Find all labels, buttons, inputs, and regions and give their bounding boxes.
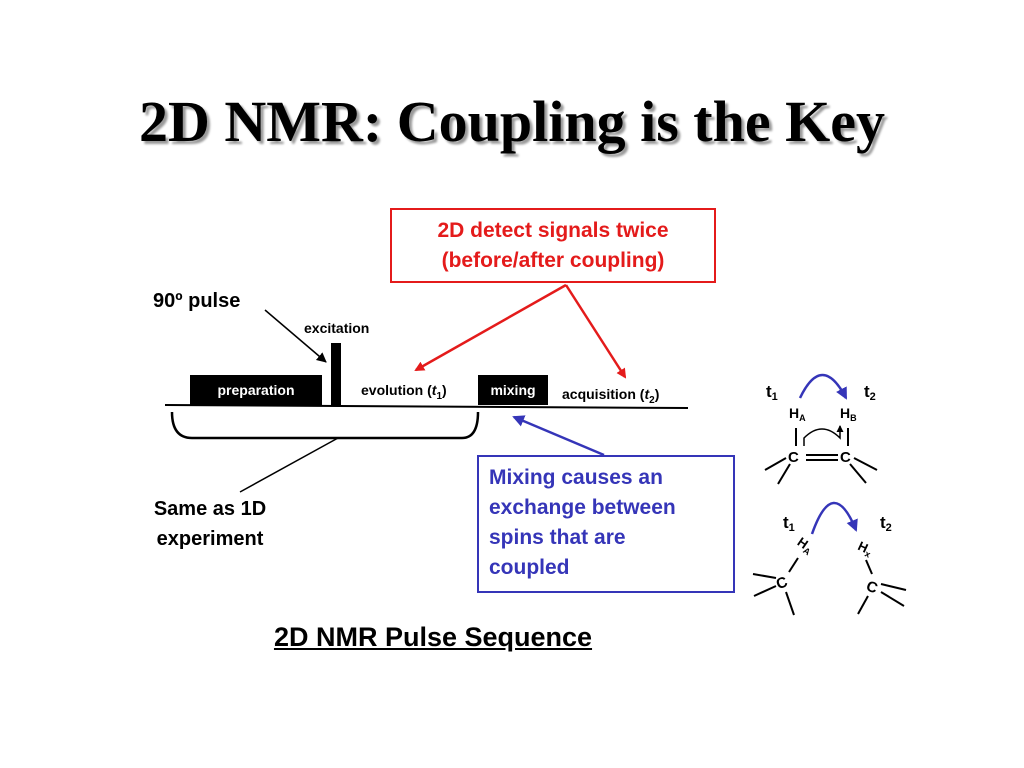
same-as-1d-pointer <box>239 437 339 493</box>
red-arrow-evolution <box>414 283 567 372</box>
callout-detect-line2: (before/after coupling) <box>441 249 665 272</box>
bottom-c1-bond-b <box>753 585 777 597</box>
preparation-block: preparation <box>190 375 322 405</box>
mixing-block: mixing <box>478 375 548 405</box>
same-as-1d-label: Same as 1D experiment <box>120 494 300 554</box>
callout-detect-twice: 2D detect signals twice (before/after co… <box>390 208 716 283</box>
top-coupling-arrow <box>803 425 844 446</box>
callout-mixing-line3: spins that are <box>489 526 626 549</box>
bottom-c1-bond-a <box>752 573 777 579</box>
same-as-line2: experiment <box>156 528 264 550</box>
bottom-t2-label: t2 <box>880 513 892 534</box>
top-c1-label: C <box>788 449 799 466</box>
bottom-bond-hx-c <box>865 559 873 575</box>
top-hb-label: HB <box>840 405 857 423</box>
excitation-label: excitation <box>304 320 370 336</box>
bottom-transfer-arc <box>810 501 858 535</box>
top-c2-bond-a <box>853 457 878 471</box>
top-c1-bond-b <box>777 463 791 485</box>
top-ha-label: HA <box>789 405 806 423</box>
top-transfer-arc <box>798 373 848 400</box>
bottom-ha-label: HA <box>793 534 816 557</box>
sequence-baseline <box>164 404 689 409</box>
callout-detect-line1: 2D detect signals twice <box>437 219 669 242</box>
callout-mixing-line4: coupled <box>489 556 570 579</box>
bottom-c1-bond-c <box>785 591 795 616</box>
excitation-pulse <box>331 343 341 405</box>
bottom-c2-bond-b <box>880 591 905 607</box>
bottom-c1-label: C <box>774 573 790 593</box>
page-title: 2D NMR: Coupling is the Key <box>139 89 885 154</box>
top-c2-bond-b <box>849 463 867 484</box>
top-t1-label: t1 <box>766 382 778 403</box>
same-as-1d-brace <box>170 411 480 440</box>
callout-mixing-line2: exchange between <box>489 496 676 519</box>
red-arrow-acquisition <box>564 284 627 379</box>
pulse-label: 90º pulse <box>153 290 241 312</box>
bottom-c2-bond-a <box>880 583 907 591</box>
top-c2-label: C <box>840 449 851 466</box>
same-as-line1: Same as 1D <box>153 498 267 520</box>
bottom-c2-label: C <box>864 578 880 598</box>
top-c1-bond-a <box>764 457 787 471</box>
top-t2-label: t2 <box>864 382 876 403</box>
acquisition-label: acquisition (t2) <box>562 386 660 406</box>
callout-mixing: Mixing causes an exchange between spins … <box>477 455 735 593</box>
callout-mixing-line1: Mixing causes an <box>489 466 663 489</box>
bottom-c2-bond-c <box>857 595 869 615</box>
bottom-hx-label: Hx <box>855 538 875 559</box>
evolution-label: evolution (t1) <box>361 382 447 402</box>
bottom-bond-ha-c <box>788 557 799 573</box>
bottom-t1-label: t1 <box>783 513 795 534</box>
diagram-caption: 2D NMR Pulse Sequence <box>273 622 593 652</box>
pulse-pointer <box>264 309 327 363</box>
blue-arrow-mixing <box>512 415 605 457</box>
